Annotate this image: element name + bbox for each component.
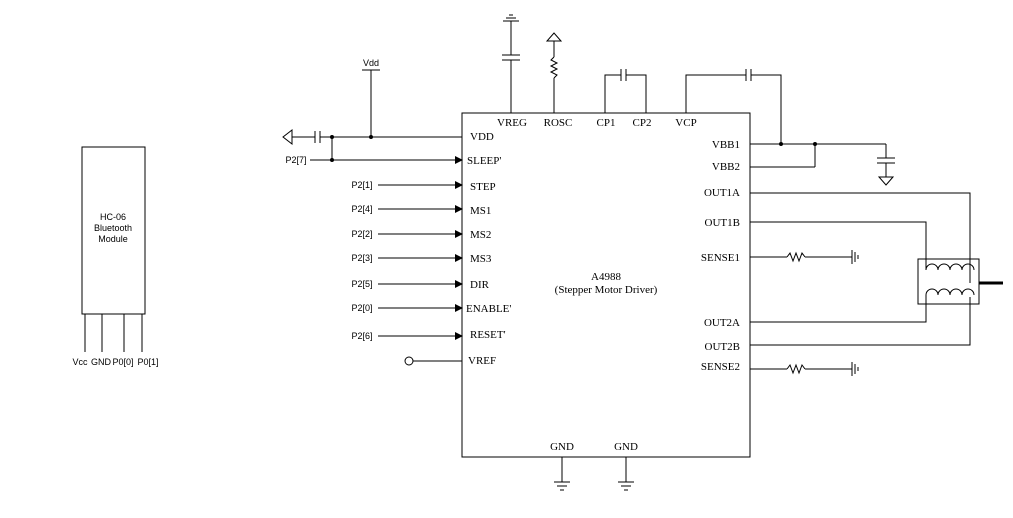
- net-label: P2[4]: [351, 204, 372, 214]
- pin-ms3: MS3: [470, 253, 492, 265]
- net-label: P2[3]: [351, 253, 372, 263]
- sense1-resistor: [750, 250, 859, 264]
- bluetooth-name-line1: HC-06: [100, 212, 126, 222]
- pin-ms1: MS1: [470, 205, 491, 217]
- bluetooth-name-line2: Bluetooth: [94, 223, 132, 233]
- pin-out1a: OUT1A: [704, 187, 740, 199]
- pin-vbb1: VBB1: [712, 139, 740, 151]
- bluetooth-pin-label: GND: [91, 357, 112, 367]
- pin-sense2: SENSE2: [701, 361, 740, 373]
- step-signal: P2[1]: [351, 180, 463, 190]
- cp-capacitor: [604, 69, 647, 113]
- pin-gnd-1: GND: [550, 441, 574, 453]
- sense1-ground-icon: [851, 250, 859, 264]
- sense2-ground-icon: [851, 362, 859, 376]
- pin-sleep: SLEEP': [467, 155, 501, 167]
- vdd-supply: Vdd: [282, 58, 462, 162]
- rosc-resistor: [545, 32, 563, 113]
- pin-out2b: OUT2B: [705, 341, 740, 353]
- vbb-ground-icon: [877, 176, 895, 186]
- net-label: P2[7]: [285, 155, 306, 165]
- vdd-label: Vdd: [363, 58, 379, 68]
- pin-enable: ENABLE': [466, 303, 511, 315]
- bluetooth-pin-label: P0[0]: [112, 357, 133, 367]
- pin-vreg: VREG: [497, 117, 527, 129]
- motor-wiring: [750, 192, 971, 346]
- ms3-signal: P2[3]: [351, 253, 463, 263]
- pin-step: STEP: [470, 181, 496, 193]
- vref-signal: [404, 356, 462, 366]
- motor-coil-b-icon: [925, 288, 975, 296]
- chip-ground-2: [618, 457, 634, 491]
- pin-vdd: VDD: [470, 131, 494, 143]
- chip-name: A4988: [591, 271, 621, 283]
- net-label: P2[5]: [351, 279, 372, 289]
- net-label: P2[2]: [351, 229, 372, 239]
- sleep-signal: P2[7]: [285, 155, 463, 165]
- bluetooth-pin-label: P0[1]: [137, 357, 158, 367]
- enable-signal: P2[0]: [351, 303, 463, 313]
- vcp-capacitor: [685, 69, 782, 144]
- pin-cp1: CP1: [597, 117, 616, 129]
- chip-ground-1: [554, 457, 570, 491]
- dir-signal: P2[5]: [351, 279, 463, 289]
- ms2-signal: P2[2]: [351, 229, 463, 239]
- pin-rosc: ROSC: [544, 117, 573, 129]
- a4988-chip: A4988 (Stepper Motor Driver) VREG ROSC C…: [461, 112, 751, 458]
- pin-dir: DIR: [470, 279, 490, 291]
- pin-gnd-2: GND: [614, 441, 638, 453]
- bluetooth-module: HC-06 Bluetooth Module Vcc GND P0[0] P0[…: [72, 146, 159, 367]
- vdd-ground-icon: [282, 128, 293, 146]
- bluetooth-pin-label: Vcc: [72, 357, 88, 367]
- pin-vcp: VCP: [675, 117, 696, 129]
- pin-out2a: OUT2A: [704, 317, 740, 329]
- net-label: P2[0]: [351, 303, 372, 313]
- reset-signal: P2[6]: [351, 331, 463, 341]
- chip-subtitle: (Stepper Motor Driver): [555, 284, 658, 296]
- pin-vbb2: VBB2: [712, 161, 740, 173]
- pin-out1b: OUT1B: [705, 217, 740, 229]
- bluetooth-name-line3: Module: [98, 234, 128, 244]
- vreg-ground-icon: [503, 14, 519, 22]
- pin-cp2: CP2: [633, 117, 652, 129]
- stepper-motor: [917, 258, 1003, 305]
- pin-sense1: SENSE1: [701, 252, 740, 264]
- sense2-resistor: [750, 362, 859, 376]
- motor-coil-a-icon: [925, 263, 975, 271]
- net-label: P2[1]: [351, 180, 372, 190]
- rosc-supply-icon: [545, 32, 563, 42]
- pin-ms2: MS2: [470, 229, 491, 241]
- ms1-signal: P2[4]: [351, 204, 463, 214]
- pin-vref: VREF: [468, 355, 496, 367]
- bluetooth-module-body: [81, 146, 146, 315]
- net-label: P2[6]: [351, 331, 372, 341]
- vreg-capacitor: [502, 14, 520, 113]
- vref-test-point-icon: [404, 356, 414, 366]
- vbb-capacitor: [750, 142, 895, 186]
- pin-reset: RESET': [470, 329, 506, 341]
